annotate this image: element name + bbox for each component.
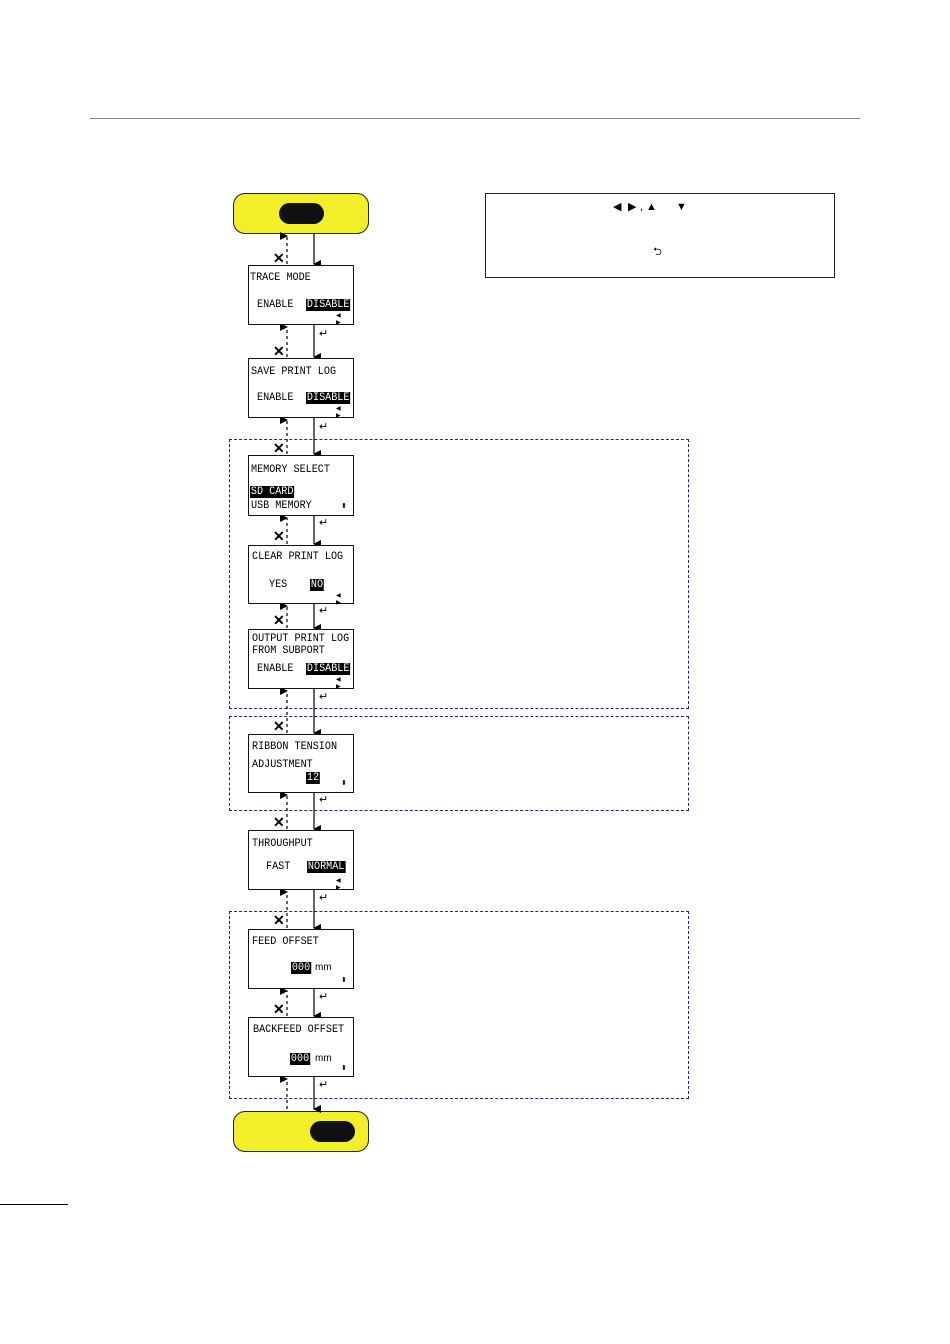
enter-icon: ↵ (319, 605, 329, 617)
enter-icon: ↵ (319, 691, 329, 703)
group-box-ribbon (229, 716, 689, 811)
legend-box: ◀ ▶ , ▲ ▼ ⮌ (485, 193, 835, 278)
enter-icon: ↵ (319, 991, 329, 1003)
option-enable[interactable]: ENABLE (257, 392, 294, 404)
screen-title: BACKFEED OFFSET (253, 1024, 345, 1036)
unit-label: mm (315, 962, 332, 973)
left-right-icon: ◀ ▶ (336, 406, 344, 419)
cancel-icon: ✕ (273, 612, 285, 628)
up-down-icon: ⬍ (341, 977, 347, 984)
start-key-pill (233, 193, 369, 234)
left-right-icon: ◀ ▶ (336, 593, 344, 606)
option-fast[interactable]: FAST (266, 861, 291, 873)
option-disable-selected[interactable]: DISABLE (306, 663, 351, 675)
left-right-icon: ◀ ▶ (336, 677, 344, 690)
left-right-icon: ◀ ▶ (336, 313, 344, 326)
value-field[interactable]: 000 (290, 1053, 311, 1065)
lcd-throughput: THROUGHPUT FAST NORMAL ◀ ▶ (248, 830, 354, 891)
option-enable[interactable]: ENABLE (257, 663, 294, 675)
legend-sep: , (640, 201, 644, 213)
enter-icon: ↵ (319, 1079, 329, 1091)
return-icon: ⮌ (653, 246, 662, 258)
lcd-save-print-log: SAVE PRINT LOG ENABLE DISABLE ◀ ▶ (248, 358, 354, 419)
group-box-log (229, 439, 689, 709)
option-normal-selected[interactable]: NORMAL (307, 861, 346, 873)
end-key-button[interactable] (310, 1121, 355, 1142)
cancel-icon: ✕ (273, 1001, 285, 1017)
cancel-icon: ✕ (273, 718, 285, 734)
enter-icon: ↵ (319, 794, 329, 806)
option-enable[interactable]: ENABLE (257, 299, 294, 311)
value-field[interactable]: 12 (306, 772, 320, 784)
end-key-pill (233, 1111, 369, 1152)
enter-icon: ↵ (319, 517, 329, 529)
enter-icon: ↵ (319, 328, 329, 340)
option-yes[interactable]: YES (269, 579, 288, 591)
cancel-icon: ✕ (273, 440, 285, 456)
header-rule (90, 118, 860, 119)
screen-title: TRACE MODE (250, 272, 311, 284)
down-arrow-icon: ▼ (676, 201, 687, 213)
cancel-icon: ✕ (273, 814, 285, 830)
cancel-icon: ✕ (273, 528, 285, 544)
left-arrow-icon: ◀ (613, 201, 622, 213)
cancel-icon: ✕ (273, 250, 285, 266)
unit-label: mm (315, 1053, 332, 1064)
start-key-button[interactable] (279, 203, 324, 224)
footer-rule (0, 1204, 68, 1205)
screen-subtitle: ADJUSTMENT (252, 759, 313, 771)
up-arrow-icon: ▲ (646, 201, 657, 213)
option-no-selected[interactable]: NO (310, 579, 324, 591)
screen-title: FEED OFFSET (252, 936, 319, 948)
lcd-ribbon-tension: RIBBON TENSION ADJUSTMENT 12 ⬍ (248, 734, 354, 793)
screen-subtitle: FROM SUBPORT (252, 645, 325, 657)
option-disable-selected[interactable]: DISABLE (306, 392, 351, 404)
enter-icon: ↵ (319, 421, 329, 433)
screen-title: CLEAR PRINT LOG (252, 551, 344, 563)
left-right-icon: ◀ ▶ (336, 878, 344, 891)
group-box-offset (229, 911, 689, 1099)
lcd-feed-offset: FEED OFFSET 000 mm ⬍ (248, 929, 354, 989)
screen-title: THROUGHPUT (252, 838, 313, 850)
option-usb-memory[interactable]: USB MEMORY (251, 500, 312, 512)
screen-title: SAVE PRINT LOG (251, 366, 337, 378)
lcd-trace-mode: TRACE MODE ENABLE DISABLE ◀ ▶ (248, 265, 354, 326)
screen-title: OUTPUT PRINT LOG (252, 633, 350, 645)
lcd-output-print-log: OUTPUT PRINT LOG FROM SUBPORT ENABLE DIS… (248, 629, 354, 690)
option-disable-selected[interactable]: DISABLE (306, 299, 351, 311)
cancel-icon: ✕ (273, 343, 285, 359)
lcd-backfeed-offset: BACKFEED OFFSET 000 mm ⬍ (248, 1017, 354, 1077)
lcd-clear-print-log: CLEAR PRINT LOG YES NO ◀ ▶ (248, 545, 354, 606)
value-field[interactable]: 000 (291, 962, 312, 974)
up-down-icon: ⬍ (341, 503, 347, 510)
screen-title: RIBBON TENSION (252, 741, 338, 753)
right-arrow-icon: ▶ (628, 201, 637, 213)
up-down-icon: ⬍ (341, 1065, 347, 1072)
enter-icon: ↵ (319, 892, 329, 904)
up-down-icon: ⬍ (341, 780, 347, 787)
screen-title: MEMORY SELECT (251, 464, 330, 476)
lcd-memory-select: MEMORY SELECT SD CARD USB MEMORY ⬍ (248, 455, 354, 516)
option-sd-card-selected[interactable]: SD CARD (250, 486, 295, 498)
cancel-icon: ✕ (273, 912, 285, 928)
